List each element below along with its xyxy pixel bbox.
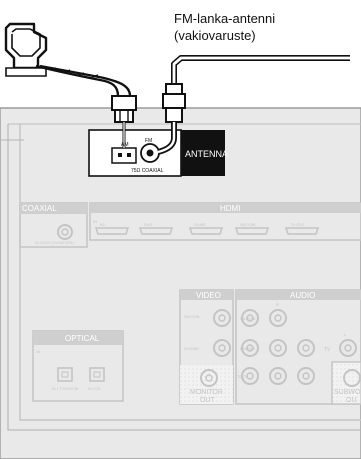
hdmi-section <box>89 202 361 241</box>
audio-row-dvdbd: DVD/BD <box>240 346 255 351</box>
fm-antenna-caption-line2: (vakiovaruste) <box>174 28 256 43</box>
fm-wire-antenna <box>171 55 350 84</box>
hdmi-port-dvd: DVD <box>144 222 153 227</box>
hdmi-port-bd: BD <box>100 222 106 227</box>
am-loop-antenna <box>4 22 48 77</box>
audio-side-r: R <box>276 302 279 307</box>
audio-tv-label: TV <box>324 347 331 353</box>
hdmi-port-game: GAME <box>194 222 206 227</box>
am-wire-pair <box>35 64 132 97</box>
audio-side-l: L <box>344 332 347 337</box>
video-row-dvdbd: DVD/BD <box>184 346 199 351</box>
am-plug <box>111 95 137 148</box>
fm-impedance-label: 75Ω COAXIAL <box>131 168 164 174</box>
fm-plug <box>157 83 186 155</box>
fm-antenna-caption-line1: FM-lanka-antenni <box>174 11 276 26</box>
optical-in-badge: IN <box>36 349 40 354</box>
optical-port-2: IN 2 CD <box>88 387 101 391</box>
video-section <box>179 289 234 405</box>
subwoofer-line2: OU <box>346 397 357 404</box>
monitor-out-line2: OUT <box>200 397 216 404</box>
panel-labels: ANTENNA AM FM 75Ω COAXIAL COAXIAL IN-CD/… <box>22 138 361 404</box>
hdmi-title: HDMI <box>220 204 240 213</box>
optical-port-1: IN 1 TV/SAT/CBL <box>52 387 79 391</box>
antenna-title: ANTENNA <box>185 149 228 159</box>
hdmi-in-badge: IN <box>93 219 97 224</box>
coaxial-section <box>19 202 88 248</box>
audio-row-satcbl: SAT/CBL <box>240 316 257 321</box>
am-label: AM <box>121 142 129 148</box>
optical-title: OPTICAL <box>65 334 100 343</box>
subwoofer-line1: SUBWO <box>334 389 361 396</box>
audio-title: AUDIO <box>290 291 315 300</box>
coaxial-sub: IN-CD/CD (TV/SAT/CBL) <box>35 241 74 245</box>
coaxial-title: COAXIAL <box>22 204 57 213</box>
monitor-out-line1: MONITOR <box>190 389 223 396</box>
antenna-terminal-block <box>88 129 225 177</box>
optical-section <box>32 330 124 402</box>
audio-section <box>235 289 361 405</box>
video-row-satcbl: SAT/CBL <box>184 314 201 319</box>
hdmi-port-satcbl: SAT/CBL <box>240 222 257 227</box>
hdmi-port-tvout: TV OUT <box>290 222 305 227</box>
video-title: VIDEO <box>196 291 221 300</box>
audio-row-cdtv: CD/TV <box>236 374 248 379</box>
fm-label: FM <box>145 138 152 144</box>
